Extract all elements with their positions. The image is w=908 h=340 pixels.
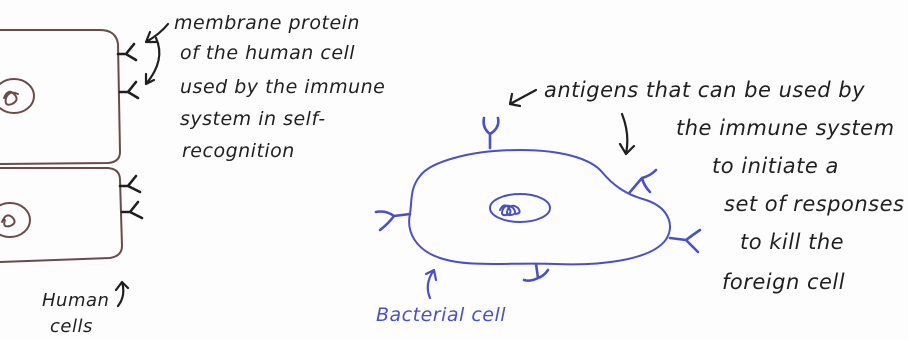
bacterial-cell-drawing bbox=[409, 150, 670, 264]
human-cell-nucleus-lower bbox=[0, 203, 30, 237]
antigen-note-line-6: foreign cell bbox=[722, 272, 845, 293]
human-cell-nucleus-upper bbox=[0, 79, 34, 113]
membrane-proteins bbox=[118, 44, 142, 218]
bacterial-nucleoid bbox=[490, 194, 550, 222]
antigen-note-line-5: to kill the bbox=[740, 232, 844, 253]
antigen-note-line-1: antigens that can be used by bbox=[544, 80, 865, 101]
human-cells-drawing bbox=[0, 30, 122, 262]
bacterial-cell-membrane bbox=[409, 150, 670, 264]
membrane-note-line-5: recognition bbox=[182, 142, 295, 161]
membrane-protein-4 bbox=[122, 202, 142, 218]
membrane-protein-3 bbox=[120, 176, 140, 192]
membrane-note-line-2: of the human cell bbox=[180, 44, 355, 63]
human-cell-lower bbox=[0, 168, 122, 262]
arrow-to-antigen-top bbox=[510, 90, 536, 106]
antigen-right bbox=[670, 230, 700, 252]
antigen-note-line-4: set of responses bbox=[724, 194, 904, 215]
arrow-to-antigen-right bbox=[620, 114, 634, 154]
antigen-note-line-2: the immune system bbox=[676, 118, 895, 139]
human-cell-upper bbox=[0, 30, 120, 164]
membrane-protein-2 bbox=[120, 82, 138, 98]
bacterial-cell-label: Bacterial cell bbox=[376, 306, 506, 325]
membrane-note-line-4: system in self- bbox=[180, 110, 326, 129]
membrane-note-line-3: used by the immune bbox=[180, 78, 385, 97]
membrane-note-arrows bbox=[146, 24, 168, 84]
bacterial-cell-arrow bbox=[426, 270, 436, 298]
human-cells-label-line-1: Human bbox=[42, 292, 109, 310]
antigen-top bbox=[484, 118, 499, 148]
membrane-protein-1 bbox=[118, 44, 136, 60]
antigens bbox=[376, 118, 700, 281]
human-cells-label-line-2: cells bbox=[50, 318, 93, 336]
antigen-upper-right bbox=[630, 170, 656, 192]
human-cells-arrow bbox=[116, 282, 128, 306]
antigen-bottom bbox=[524, 264, 548, 281]
arrow-to-protein-2 bbox=[146, 38, 159, 84]
antigen-left bbox=[376, 212, 410, 231]
antigen-note-line-3: to initiate a bbox=[712, 156, 839, 177]
membrane-note-line-1: membrane protein bbox=[174, 14, 360, 33]
